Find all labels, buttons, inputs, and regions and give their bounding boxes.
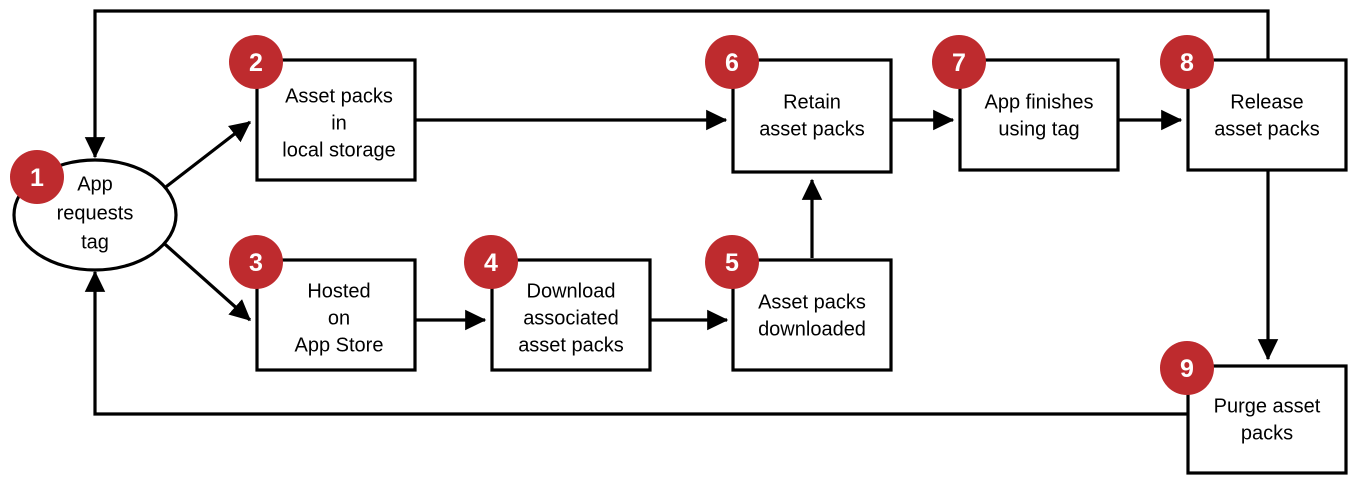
node-purge-asset-packs[interactable]: Purge asset packs (1186, 364, 1348, 475)
node-app-finishes-using-tag[interactable]: App finishes using tag (958, 58, 1120, 172)
step-badge-4-label: 4 (484, 249, 498, 277)
node-download-line3: asset packs (518, 334, 624, 356)
edge-release-to-app-requests-tag (84, 9, 1270, 159)
node-app-requests-tag-line2: requests (57, 202, 134, 224)
step-badge-2-label: 2 (249, 49, 263, 77)
step-badge-3-label: 3 (249, 249, 263, 277)
node-download-associated-asset-packs[interactable]: Download associated asset packs (490, 258, 652, 372)
node-local-storage-line1: Asset packs (285, 85, 393, 107)
step-badge-9: 9 (1160, 341, 1214, 395)
edge-app-requests-tag-to-hosted-on-app-store (156, 236, 252, 322)
node-retain-asset-packs[interactable]: Retain asset packs (731, 58, 893, 174)
step-badge-8-label: 8 (1180, 49, 1194, 77)
node-downloaded-line1: Asset packs (758, 291, 866, 313)
node-hosted-line3: App Store (295, 334, 384, 356)
step-badge-1: 1 (10, 150, 64, 204)
node-retain-line2: asset packs (759, 118, 865, 140)
step-badge-7-label: 7 (952, 49, 966, 77)
step-badge-1-label: 1 (30, 164, 44, 192)
step-badge-9-label: 9 (1180, 355, 1194, 383)
node-release-asset-packs[interactable]: Release asset packs (1186, 58, 1348, 172)
node-app-requests-tag-line3: tag (81, 231, 109, 253)
node-hosted-on-app-store[interactable]: Hosted on App Store (255, 258, 417, 372)
node-purge-line2: packs (1241, 422, 1293, 444)
node-asset-packs-downloaded[interactable]: Asset packs downloaded (731, 258, 893, 372)
node-hosted-line2: on (328, 307, 350, 329)
node-release-line2: asset packs (1214, 118, 1320, 140)
step-badge-2: 2 (229, 35, 283, 89)
step-badge-8: 8 (1160, 35, 1214, 89)
step-badge-5-label: 5 (725, 249, 739, 277)
node-release-line1: Release (1230, 91, 1303, 113)
node-hosted-line1: Hosted (307, 280, 370, 302)
node-app-requests-tag-line1: App (77, 173, 113, 195)
step-badge-6: 6 (705, 35, 759, 89)
node-download-line1: Download (527, 280, 616, 302)
step-badge-4: 4 (464, 235, 518, 289)
step-badge-5: 5 (705, 235, 759, 289)
node-downloaded-line2: downloaded (758, 318, 866, 340)
node-local-storage-line2: in (331, 112, 347, 134)
node-app-finishes-line2: using tag (998, 118, 1079, 140)
node-retain-line1: Retain (783, 91, 841, 113)
node-purge-line1: Purge asset (1214, 395, 1321, 417)
edge-app-requests-tag-to-local-storage (157, 120, 252, 195)
edge-purge-to-app-requests-tag (84, 270, 1188, 416)
node-download-line2: associated (523, 307, 619, 329)
step-badge-7: 7 (932, 35, 986, 89)
node-app-finishes-line1: App finishes (985, 91, 1094, 113)
node-asset-packs-in-local-storage[interactable]: Asset packs in local storage (255, 58, 417, 182)
step-badge-6-label: 6 (725, 49, 739, 77)
node-local-storage-line3: local storage (282, 139, 395, 161)
step-badge-3: 3 (229, 235, 283, 289)
